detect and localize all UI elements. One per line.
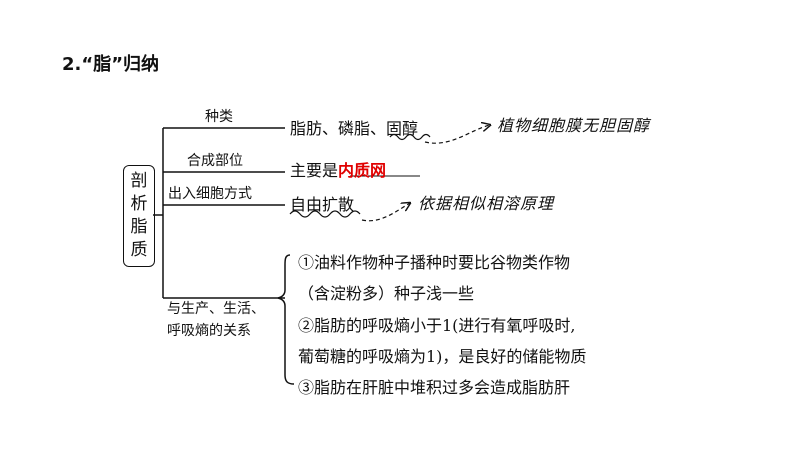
root-node: 剖 析 脂 质: [123, 165, 155, 267]
branch-value-kinds: 脂肪、磷脂、固醇: [290, 119, 419, 138]
branch-label-relation-line2: 呼吸熵的关系: [167, 323, 251, 339]
branch-value-transport: 自由扩散: [290, 195, 355, 214]
relation-item: ①油料作物种子播种时要比谷物类作物: [298, 253, 571, 272]
items-bracket: [277, 254, 295, 385]
root-char: 析: [130, 194, 148, 214]
branch-label-kinds: 种类: [205, 109, 233, 125]
root-char: 剖: [130, 171, 148, 191]
branch-label-relation-line1: 与生产、生活、: [167, 301, 265, 317]
relation-item: ②脂肪的呼吸熵小于1(进行有氧呼吸时,: [298, 316, 576, 335]
relation-item: 葡萄糖的呼吸熵为1)，是良好的储能物质: [298, 347, 587, 366]
relation-item: （含淀粉多）种子浅一些: [298, 284, 475, 303]
wavy-under-gucun: [389, 133, 431, 141]
dashed-arrow-note-1: [424, 125, 490, 144]
site-prefix: 主要是: [290, 161, 339, 180]
note-kinds: 植物细胞膜无胆固醇: [497, 116, 651, 135]
root-char: 脂: [130, 217, 148, 237]
site-answer: 内质网: [338, 161, 387, 180]
section-heading: 2.“脂”归纳: [62, 54, 160, 75]
note-transport: 依据相似相溶原理: [418, 194, 555, 213]
wavy-under-diffusion: [289, 210, 361, 218]
branch-label-transport: 出入细胞方式: [168, 186, 252, 202]
branch-label-site: 合成部位: [187, 153, 243, 169]
dashed-arrow-note-2: [361, 203, 410, 222]
relation-item: ③脂肪在肝脏中堆积过多会造成脂肪肝: [298, 378, 571, 397]
branch-value-site: 主要是内质网: [290, 157, 386, 181]
root-char: 质: [130, 240, 148, 260]
